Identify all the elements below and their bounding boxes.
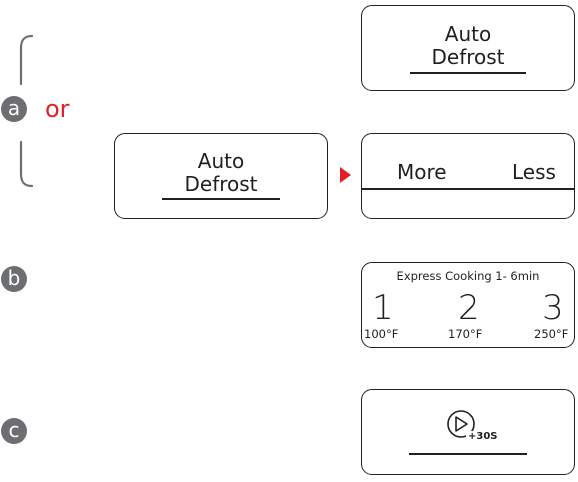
- step-b-badge: b: [1, 266, 27, 292]
- option-2-temp: 170°F: [448, 327, 483, 341]
- option-1-number: 1: [372, 288, 394, 328]
- divider-line: [361, 188, 575, 190]
- option-3-temp: 250°F: [534, 327, 569, 341]
- express-cooking-title: Express Cooking 1- 6min: [396, 269, 540, 283]
- or-label: or: [45, 95, 70, 123]
- auto-label: Auto: [444, 22, 492, 46]
- selection-underline: [409, 453, 527, 455]
- option-1-temp: 100°F: [364, 327, 399, 341]
- selection-underline: [162, 198, 280, 200]
- auto-defrost-display-left: Auto Defrost: [114, 133, 328, 219]
- defrost-label: Defrost: [184, 172, 258, 196]
- next-arrow-icon: [340, 167, 351, 183]
- defrost-label: Defrost: [431, 45, 505, 69]
- option-3-number: 3: [542, 288, 564, 328]
- more-label: More: [397, 160, 447, 184]
- selection-underline: [410, 72, 526, 74]
- play-plus-30s-icon: [447, 410, 490, 443]
- plus-30s-label: +30S: [468, 431, 498, 442]
- more-less-display: More Less: [361, 133, 575, 219]
- auto-defrost-display-top: Auto Defrost: [361, 5, 575, 91]
- option-2-number: 2: [458, 288, 480, 328]
- express-cooking-display: Express Cooking 1- 6min 1 2 3 100°F 170°…: [361, 262, 575, 348]
- add-30s-display: +30S: [361, 389, 575, 475]
- or-bracket: [19, 34, 34, 188]
- less-label: Less: [512, 160, 556, 184]
- step-a-badge: a: [1, 96, 27, 122]
- step-c-badge: c: [1, 418, 27, 444]
- auto-label: Auto: [197, 149, 245, 173]
